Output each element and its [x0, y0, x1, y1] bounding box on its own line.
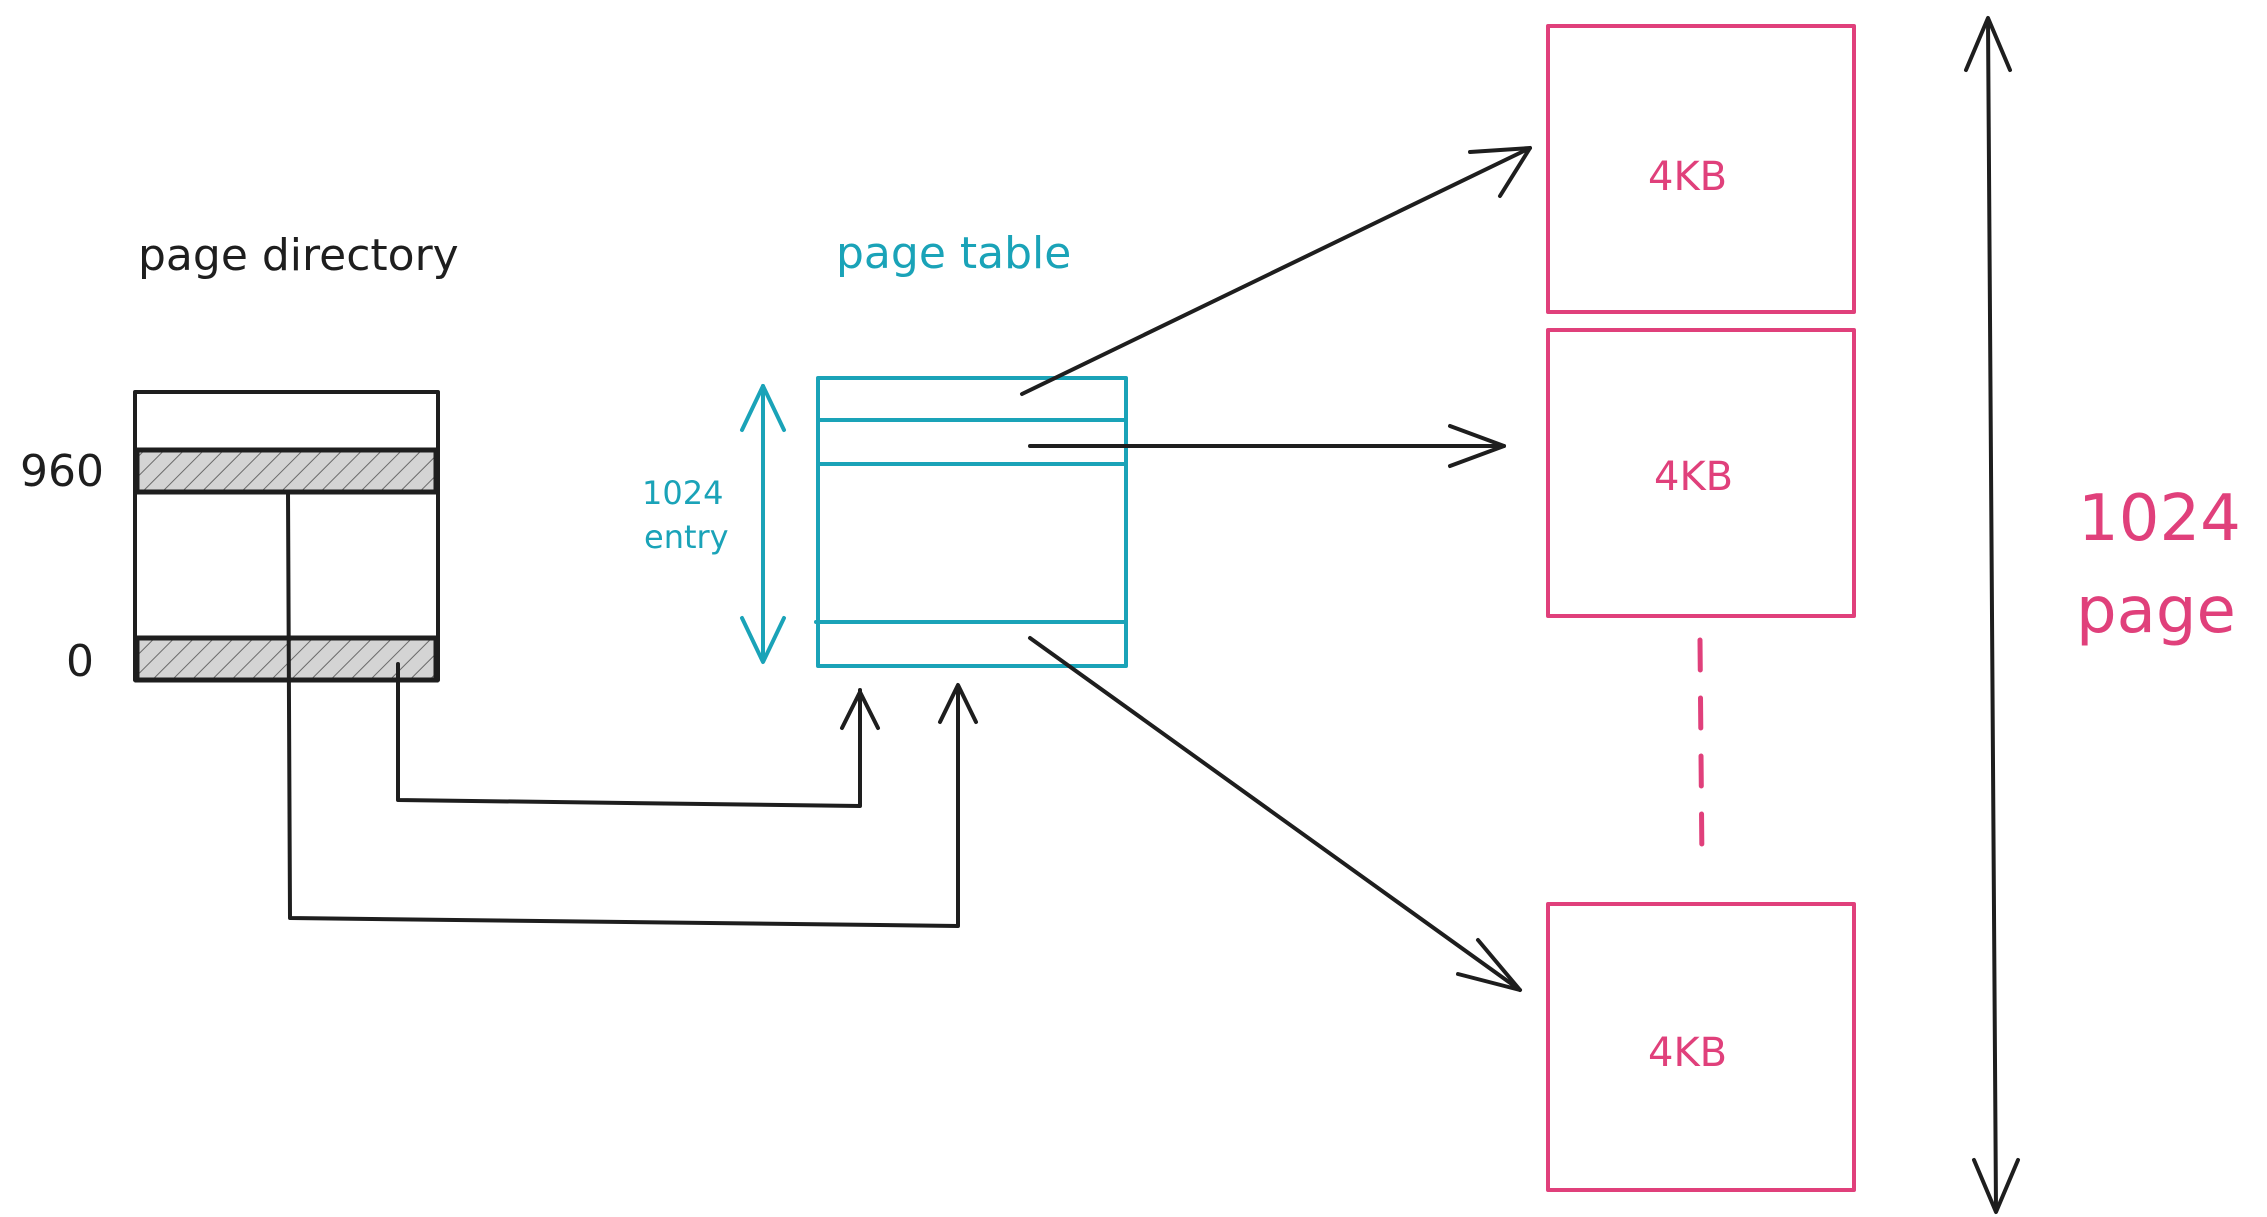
entry-count-number: 1024 — [642, 474, 723, 512]
connector-entry-960 — [286, 490, 978, 928]
directory-entry-0 — [134, 635, 439, 683]
entry-count-arrow — [740, 384, 786, 664]
page-size-label: 4KB — [1648, 1030, 1727, 1076]
page-block-1: 4KB — [1546, 24, 1856, 314]
arrow-to-page-2 — [1028, 424, 1506, 468]
page-block-n: 4KB — [1546, 902, 1856, 1192]
arrow-to-page-n — [1028, 636, 1522, 992]
entry-count-unit: entry — [644, 518, 729, 556]
directory-entry-960 — [134, 447, 439, 495]
page-size-label: 4KB — [1648, 154, 1727, 200]
arrow-to-page-1 — [1020, 146, 1532, 396]
ellipsis-dashes — [1697, 637, 1705, 869]
row-label-960: 960 — [20, 446, 104, 497]
row-label-0: 0 — [66, 636, 94, 687]
page-count-number: 1024 — [2078, 482, 2241, 556]
page-block-2: 4KB — [1546, 328, 1856, 618]
page-size-label: 4KB — [1654, 454, 1733, 500]
connector-entry-0 — [396, 662, 880, 808]
page-table-title: page table — [836, 228, 1071, 279]
page-count-unit: page — [2076, 574, 2236, 648]
page-count-arrow — [1964, 16, 2020, 1214]
page-table-box — [814, 376, 1128, 668]
page-directory-title: page directory — [138, 230, 459, 281]
